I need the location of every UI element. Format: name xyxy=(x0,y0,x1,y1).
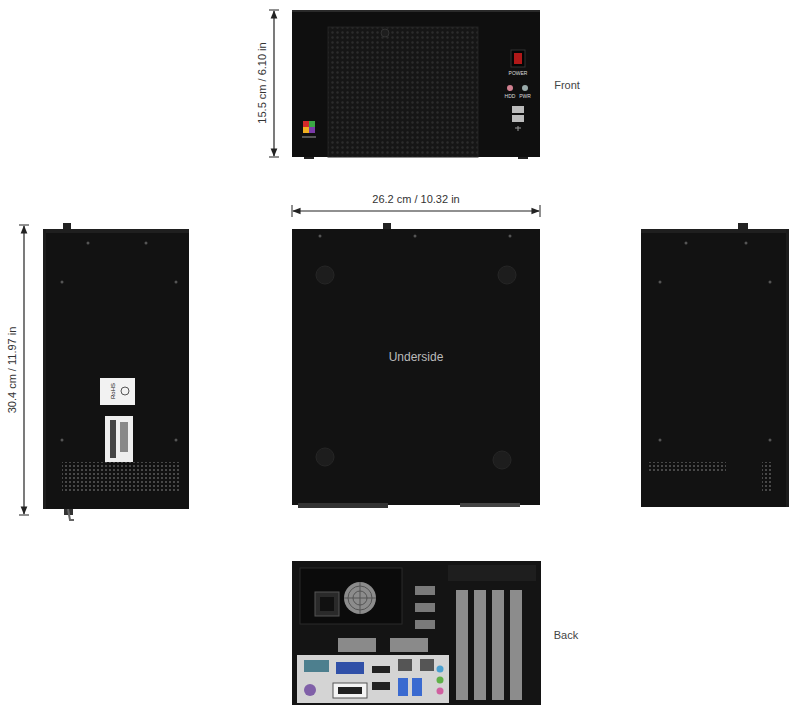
right-side-view xyxy=(641,223,789,507)
underside-view xyxy=(292,223,540,508)
led-label: PWR xyxy=(519,94,531,100)
view-label: Back xyxy=(554,629,578,641)
dimension-label: 15.5 cm / 6.10 in xyxy=(256,42,268,123)
dimension-line xyxy=(293,210,539,211)
led-label: HDD xyxy=(505,94,516,100)
dimension-label: 30.4 cm / 11.97 in xyxy=(6,327,18,414)
view-label: Front xyxy=(554,79,580,91)
back-view xyxy=(292,561,541,705)
dimension-line xyxy=(23,226,24,514)
left-side-view xyxy=(43,223,189,520)
switch-label: POWER xyxy=(509,71,528,77)
dimension-label: 26.2 cm / 10.32 in xyxy=(372,193,459,205)
sticker-text: RoHS xyxy=(110,383,117,399)
front-view xyxy=(292,10,540,159)
view-label: Underside xyxy=(389,351,444,364)
dimension-line xyxy=(273,11,274,156)
